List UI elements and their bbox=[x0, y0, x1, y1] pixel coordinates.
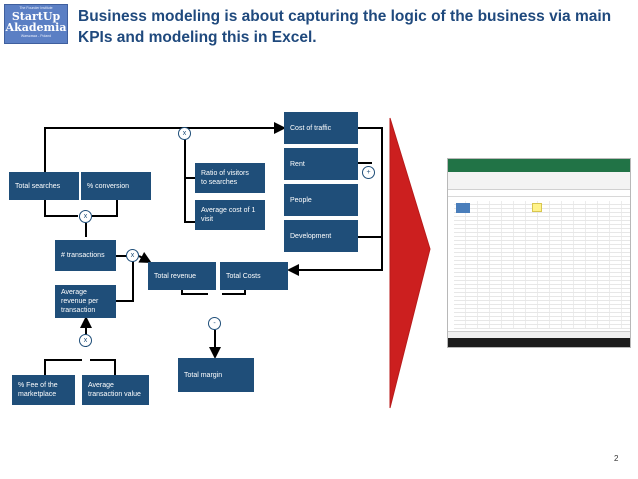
connector-ratio-link bbox=[184, 166, 197, 223]
operator-multiply-searches: x bbox=[79, 210, 92, 223]
box-fee: % Fee of the marketplace bbox=[12, 375, 75, 405]
operator-plus-costs: + bbox=[362, 166, 375, 179]
excel-formula-bar bbox=[448, 190, 630, 197]
operator-multiply-top: x bbox=[178, 127, 191, 140]
logo-line-2: Akademia bbox=[5, 21, 67, 34]
excel-sheet-tabs bbox=[448, 331, 630, 338]
excel-ribbon bbox=[448, 172, 630, 190]
box-development: Development bbox=[284, 220, 358, 252]
excel-title-bar bbox=[448, 159, 630, 166]
box-people: People bbox=[284, 184, 358, 216]
logo-bottom-text: Warszawa - Poland bbox=[20, 34, 52, 38]
connector-top-loop bbox=[44, 122, 286, 172]
big-red-arrow bbox=[389, 117, 431, 409]
logo-line-1: StartUp bbox=[11, 10, 61, 23]
operator-multiply-fee: x bbox=[79, 334, 92, 347]
box-ratio-visitors: Ratio of visitors to searches bbox=[195, 163, 265, 193]
box-avg-revenue: Average revenue per transaction bbox=[55, 285, 116, 318]
connector-searches bbox=[44, 200, 78, 217]
operator-multiply-revenue: x bbox=[126, 249, 139, 262]
windows-taskbar bbox=[448, 338, 630, 347]
connector-fee bbox=[44, 359, 82, 375]
box-avg-cost-visit: Average cost of 1 visit bbox=[195, 200, 265, 230]
logo-top-text: The Founder Institute bbox=[19, 6, 53, 10]
connector-avg-revenue bbox=[116, 262, 134, 302]
box-conversion: % conversion bbox=[81, 172, 151, 200]
connector-conversion bbox=[92, 200, 118, 217]
box-avg-transaction-value: Average transaction value bbox=[82, 375, 149, 405]
connector-costs-bracket bbox=[358, 127, 383, 238]
slide-title: Business modeling is about capturing the… bbox=[78, 8, 612, 46]
box-total-searches: Total searches bbox=[9, 172, 79, 200]
excel-cell-grid bbox=[454, 201, 630, 329]
excel-model-screenshot bbox=[447, 158, 631, 348]
operator-minus-margin: - bbox=[208, 317, 221, 330]
box-rent: Rent bbox=[284, 148, 358, 180]
box-total-costs: Total Costs bbox=[220, 262, 288, 290]
excel-menu-bar bbox=[448, 166, 630, 172]
startup-akademia-logo: The Founder Institute StartUp Akademia W… bbox=[4, 4, 68, 44]
box-total-revenue: Total revenue bbox=[148, 262, 216, 290]
box-transactions: # transactions bbox=[55, 240, 116, 271]
connector-to-total-costs bbox=[287, 262, 383, 276]
excel-logo-cell bbox=[456, 203, 470, 213]
connector-avg-transaction bbox=[90, 359, 116, 375]
connector-x-to-revenue bbox=[138, 251, 152, 263]
excel-input-legend bbox=[532, 203, 542, 212]
page-number: 2 bbox=[614, 454, 619, 463]
box-total-margin: Total margin bbox=[178, 358, 254, 392]
box-cost-of-traffic: Cost of traffic bbox=[284, 112, 358, 144]
